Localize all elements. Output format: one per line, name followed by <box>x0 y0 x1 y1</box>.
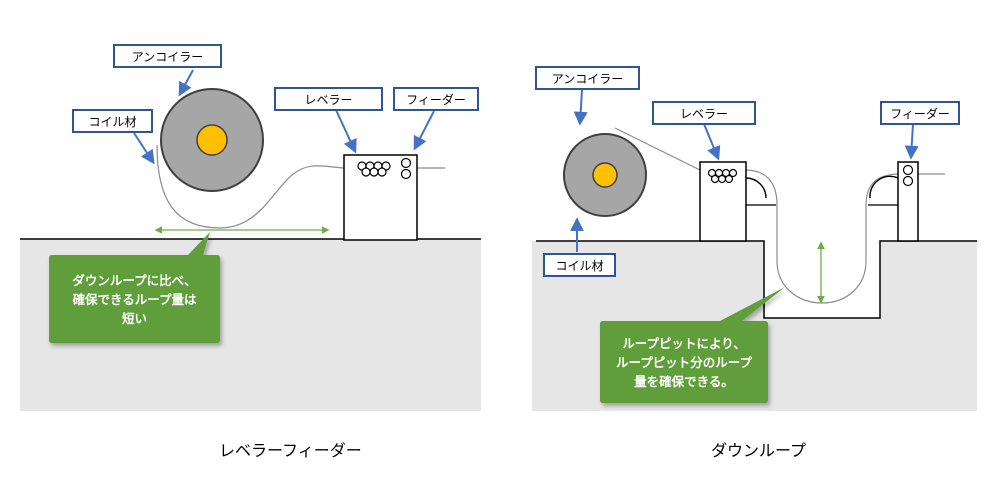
left-label-uncoiler: アンコイラー <box>113 44 222 68</box>
right-guide-plate-out <box>745 177 767 199</box>
right-label-leveler: レベラー <box>652 101 756 125</box>
right-label-feeder: フィーダー <box>880 101 960 125</box>
left-panel <box>20 69 481 411</box>
left-callout-line-1: ダウンループに比べ、 <box>72 272 197 288</box>
left-uncoiler-arrow <box>178 69 194 97</box>
right-panel <box>532 89 977 411</box>
right-uncoiler-core <box>592 162 618 188</box>
right-strip-to-leveler <box>614 127 701 171</box>
left-callout-shape <box>49 232 220 343</box>
left-leveler-arrow <box>335 109 357 154</box>
right-leveler-arrow <box>703 123 721 161</box>
left-label-feeder: フィーダー <box>393 87 479 111</box>
left-coil-arrow <box>133 132 155 165</box>
right-label-coil: コイル材 <box>543 253 616 277</box>
right-leveler-rollers <box>707 168 738 184</box>
left-label-coil: コイル材 <box>72 109 153 133</box>
left-coil-strip <box>156 144 445 229</box>
right-callout-line-2: ループピット分のループ <box>615 354 752 370</box>
right-feeder-arrow <box>904 123 919 160</box>
right-callout: ループピットにより、 ループピット分のループ 量を確保できる。 <box>600 321 768 403</box>
left-callout: ダウンループに比べ、 確保できるループ量は 短い <box>49 255 220 343</box>
left-label-leveler: レベラー <box>274 87 383 111</box>
left-uncoiler-core <box>196 124 228 156</box>
right-uncoiler-arrow <box>573 89 588 126</box>
right-feeder-rollers <box>902 164 914 187</box>
left-leveler-rollers <box>357 161 391 177</box>
left-callout-line-2: 確保できるループ量は <box>72 291 197 307</box>
right-callout-shape <box>600 287 785 403</box>
left-callout-line-3: 短い <box>121 310 147 326</box>
right-label-uncoiler: アンコイラー <box>535 66 640 90</box>
left-feeder-rollers <box>400 157 412 180</box>
right-caption: ダウンループ <box>711 441 807 460</box>
right-callout-line-3: 量を確保できる。 <box>634 373 734 389</box>
left-feeder-arrow <box>413 110 435 151</box>
right-callout-line-1: ループピットにより、 <box>622 335 746 351</box>
left-caption: レベラーフィーダー <box>219 441 362 460</box>
right-guide-plate-in <box>869 175 899 199</box>
